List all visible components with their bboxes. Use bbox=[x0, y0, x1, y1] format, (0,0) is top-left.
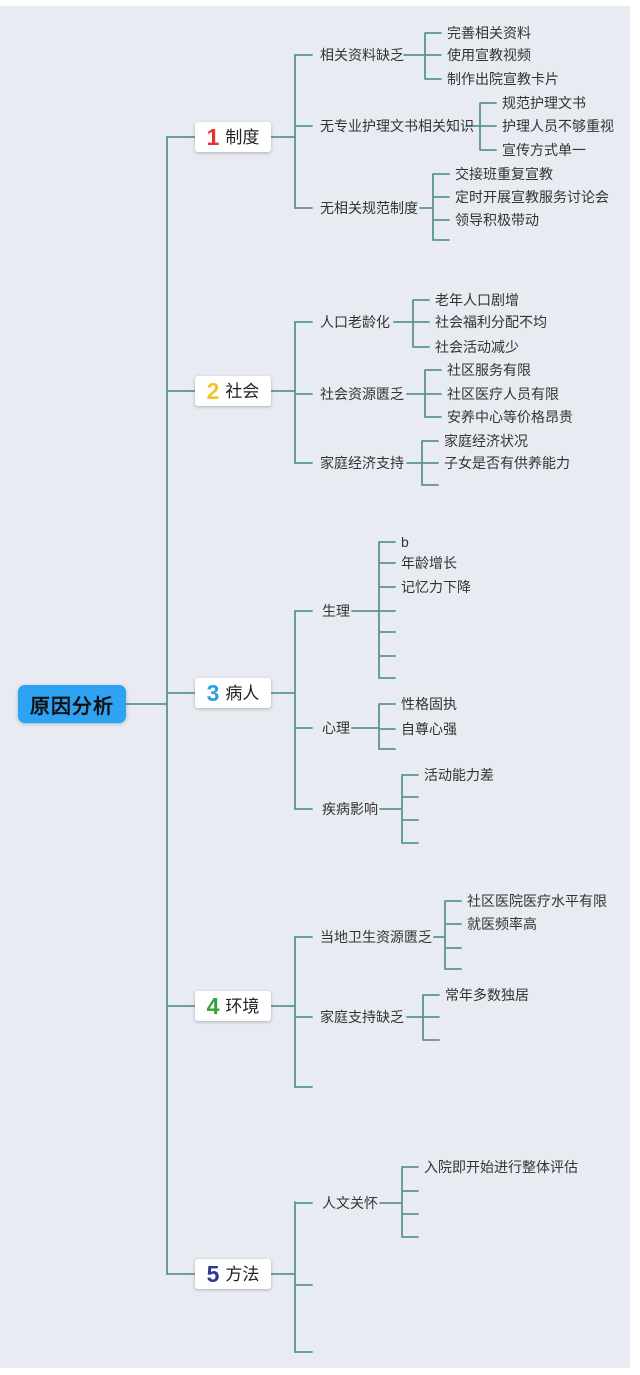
leaf-label-s1c2g2[interactable]: 护理人员不够重视 bbox=[502, 118, 614, 134]
section-1-number: 1 bbox=[206, 123, 220, 150]
leaf-label-s1c3g2[interactable]: 定时开展宣教服务讨论会 bbox=[455, 189, 609, 205]
section-node-1[interactable]: 1 制度 bbox=[195, 122, 271, 152]
section-3-label: 病人 bbox=[225, 683, 260, 703]
leaf-label-s3c2g2[interactable]: 自尊心强 bbox=[401, 721, 457, 737]
leaf-label-s1c1g3[interactable]: 制作出院宣教卡片 bbox=[447, 71, 559, 87]
branch-label-s1c2[interactable]: 无专业护理文书相关知识 bbox=[320, 118, 474, 134]
leaf-label-s4c1g1[interactable]: 社区医院医疗水平有限 bbox=[467, 893, 607, 909]
leaf-label-s2c3g1[interactable]: 家庭经济状况 bbox=[444, 433, 528, 449]
leaf-label-s4c2g1[interactable]: 常年多数独居 bbox=[445, 987, 529, 1003]
leaf-label-s3c2g1[interactable]: 性格固执 bbox=[401, 696, 457, 712]
leaf-label-s2c2g1[interactable]: 社区服务有限 bbox=[447, 362, 531, 378]
leaf-label-s2c2g3[interactable]: 安养中心等价格昂贵 bbox=[447, 409, 573, 425]
section-1-label: 制度 bbox=[225, 127, 260, 147]
section-3-number: 3 bbox=[206, 679, 220, 706]
branch-label-s2c3[interactable]: 家庭经济支持 bbox=[320, 455, 404, 471]
section-2-number: 2 bbox=[206, 377, 220, 404]
section-node-4[interactable]: 4 环境 bbox=[195, 991, 271, 1021]
section-5-number: 5 bbox=[206, 1260, 220, 1287]
section-node-5[interactable]: 5 方法 bbox=[195, 1259, 271, 1289]
leaf-label-s1c1g1[interactable]: 完善相关资料 bbox=[447, 25, 531, 41]
branch-label-s3c1[interactable]: 生理 bbox=[322, 603, 350, 619]
frame-edge-bottom bbox=[0, 1368, 640, 1375]
leaf-label-s1c3g3[interactable]: 领导积极带动 bbox=[455, 212, 539, 228]
section-4-number: 4 bbox=[206, 992, 220, 1019]
leaf-label-s3c1g3[interactable]: 记忆力下降 bbox=[401, 579, 471, 595]
branch-label-s3c2[interactable]: 心理 bbox=[322, 720, 350, 736]
branch-label-s1c1[interactable]: 相关资料缺乏 bbox=[320, 47, 404, 63]
leaf-label-s1c3g1[interactable]: 交接班重复宣教 bbox=[455, 166, 553, 182]
root-node[interactable]: 原因分析 bbox=[18, 685, 126, 723]
section-node-2[interactable]: 2 社会 bbox=[195, 376, 271, 406]
section-node-3[interactable]: 3 病人 bbox=[195, 678, 271, 708]
branch-label-s1c3[interactable]: 无相关规范制度 bbox=[320, 200, 418, 216]
branch-label-s4c1[interactable]: 当地卫生资源匮乏 bbox=[320, 929, 432, 945]
frame-edge-right bbox=[630, 0, 640, 1375]
leaf-label-s3c1g2[interactable]: 年龄增长 bbox=[401, 555, 457, 571]
leaf-label-s3c3g1[interactable]: 活动能力差 bbox=[424, 767, 494, 783]
leaf-label-s5c1g1[interactable]: 入院即开始进行整体评估 bbox=[424, 1159, 578, 1175]
section-2-label: 社会 bbox=[225, 381, 260, 401]
leaf-label-s2c1g1[interactable]: 老年人口剧增 bbox=[435, 292, 519, 308]
leaf-label-s2c1g3[interactable]: 社会活动减少 bbox=[435, 339, 519, 355]
leaf-label-s2c1g2[interactable]: 社会福利分配不均 bbox=[435, 314, 547, 330]
leaf-label-s3c1g1[interactable]: b bbox=[401, 534, 409, 550]
branch-label-s3c3[interactable]: 疾病影响 bbox=[322, 801, 378, 817]
leaf-label-s2c2g2[interactable]: 社区医疗人员有限 bbox=[447, 386, 559, 402]
branch-label-s2c1[interactable]: 人口老龄化 bbox=[320, 314, 390, 330]
leaf-label-s4c1g2[interactable]: 就医频率高 bbox=[467, 916, 537, 932]
leaf-label-s1c2g1[interactable]: 规范护理文书 bbox=[502, 95, 586, 111]
branch-label-s5c1[interactable]: 人文关怀 bbox=[322, 1195, 378, 1211]
branch-label-s2c2[interactable]: 社会资源匮乏 bbox=[320, 386, 404, 402]
leaf-label-s1c2g3[interactable]: 宣传方式单一 bbox=[502, 142, 586, 158]
section-5-label: 方法 bbox=[225, 1264, 260, 1284]
frame-edge-top bbox=[0, 0, 640, 6]
branch-label-s4c2[interactable]: 家庭支持缺乏 bbox=[320, 1009, 404, 1025]
leaf-label-s1c1g2[interactable]: 使用宣教视频 bbox=[447, 47, 531, 63]
section-4-label: 环境 bbox=[225, 996, 260, 1016]
leaf-label-s2c3g2[interactable]: 子女是否有供养能力 bbox=[444, 455, 570, 471]
